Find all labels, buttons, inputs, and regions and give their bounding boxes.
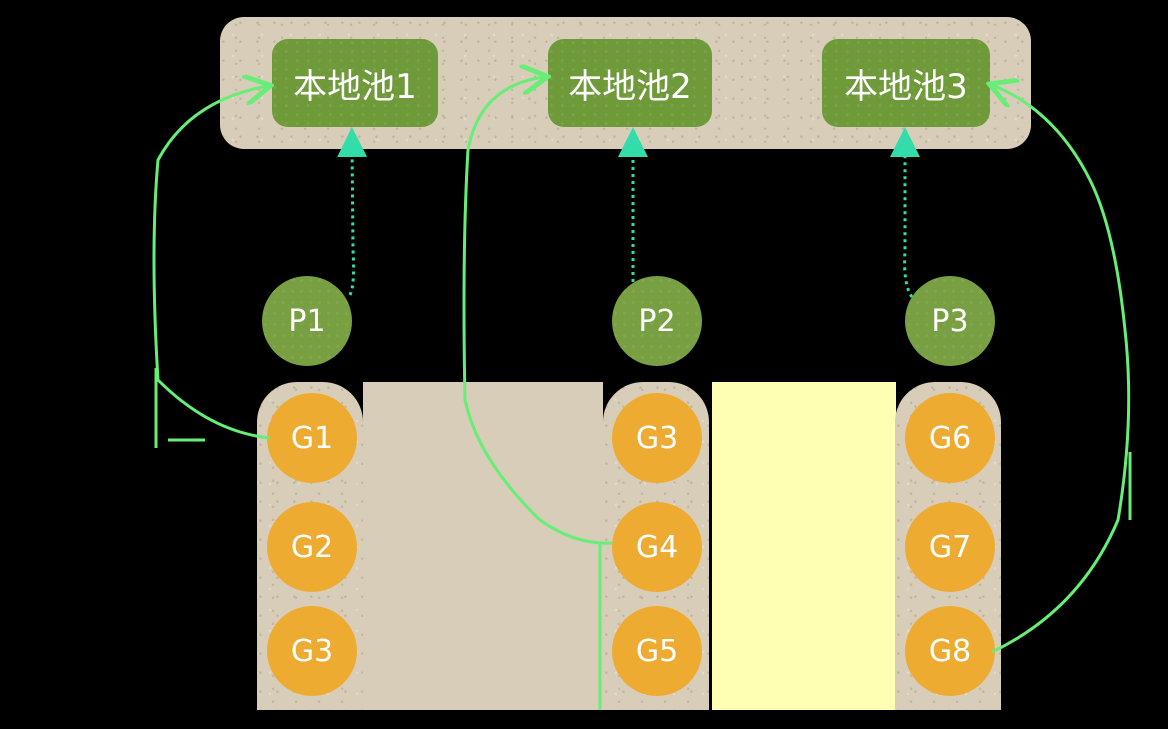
goroutine-label: G3 <box>290 633 334 669</box>
goroutine-label: G6 <box>928 420 972 456</box>
goroutine-label: G1 <box>290 420 334 456</box>
bottom-edge <box>0 710 1168 729</box>
dotted-arrow-p1 <box>337 127 368 296</box>
goroutine-g5: G5 <box>612 606 702 696</box>
goroutine-g7: G7 <box>905 502 995 592</box>
goroutine-g4: G4 <box>612 502 702 592</box>
processor-p2: P2 <box>612 276 702 366</box>
local-pool-1: 本地池1 <box>272 39 438 127</box>
goroutine-label: G2 <box>290 529 334 565</box>
arrow-g4-to-pool2 <box>462 77 613 545</box>
goroutine-label: G5 <box>635 633 679 669</box>
dotted-arrow-p3 <box>890 127 920 298</box>
goroutine-label: G3 <box>635 420 679 456</box>
local-pool-3: 本地池3 <box>822 39 990 127</box>
processor-p3-label: P3 <box>931 303 969 339</box>
processor-p2-label: P2 <box>638 303 676 339</box>
goroutine-g2: G2 <box>267 502 357 592</box>
local-pool-2: 本地池2 <box>548 39 712 127</box>
goroutine-label: G8 <box>928 633 972 669</box>
arrow-g1-to-pool1 <box>152 86 270 440</box>
middle-background-strip <box>363 382 603 710</box>
goroutine-label: G7 <box>928 529 972 565</box>
processor-p1: P1 <box>262 276 352 366</box>
goroutine-label: G4 <box>635 529 679 565</box>
goroutine-g8: G8 <box>905 606 995 696</box>
processor-p3: P3 <box>905 276 995 366</box>
processor-p1-label: P1 <box>288 303 326 339</box>
goroutine-g3: G3 <box>267 606 357 696</box>
goroutine-g6: G6 <box>905 393 995 483</box>
goroutine-g1: G1 <box>267 393 357 483</box>
highlight-strip <box>712 382 896 710</box>
local-pool-3-label: 本地池3 <box>844 66 968 107</box>
local-pool-2-label: 本地池2 <box>568 66 692 107</box>
local-pool-1-label: 本地池1 <box>293 66 417 107</box>
goroutine-g3-queue2: G3 <box>612 393 702 483</box>
arrow-g8-to-pool3 <box>992 85 1131 654</box>
